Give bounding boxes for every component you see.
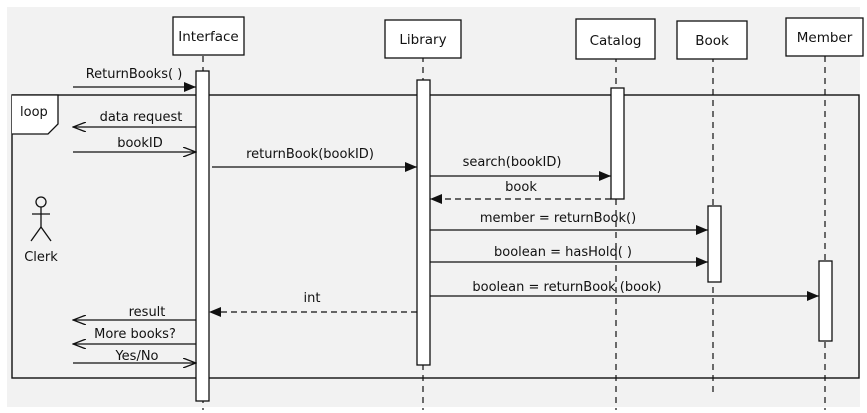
message-label: boolean = hasHold( ) bbox=[494, 245, 632, 260]
stick-figure-icon bbox=[30, 196, 52, 242]
message-label: search(bookID) bbox=[463, 155, 562, 170]
actor-clerk: Clerk bbox=[24, 196, 58, 265]
message-label: member = returnBook() bbox=[480, 211, 636, 226]
message-result: result bbox=[73, 305, 196, 320]
participant-book: Book bbox=[676, 20, 748, 60]
message-returnbook-bookid: returnBook(bookID) bbox=[212, 147, 417, 172]
participant-member-label: Member bbox=[797, 30, 853, 46]
message-data-request: data request bbox=[73, 110, 196, 127]
message-label: result bbox=[129, 305, 166, 320]
message-bookid: bookID bbox=[73, 136, 196, 152]
participant-catalog: Catalog bbox=[575, 18, 656, 60]
message-more-books: More books? bbox=[73, 327, 196, 344]
message-returnbooks: ReturnBooks( ) bbox=[73, 67, 196, 92]
message-label: Yes/No bbox=[114, 349, 158, 364]
activation-member bbox=[818, 260, 833, 342]
message-returnbook-member: boolean = returnBook (book) bbox=[430, 280, 819, 301]
participant-catalog-label: Catalog bbox=[590, 33, 642, 49]
message-hashold: boolean = hasHold( ) bbox=[430, 245, 708, 267]
activation-catalog bbox=[610, 87, 625, 200]
message-member-returnbook: member = returnBook() bbox=[430, 211, 708, 235]
participant-library: Library bbox=[384, 19, 462, 59]
message-label: bookID bbox=[117, 136, 163, 151]
participant-book-label: Book bbox=[695, 33, 729, 49]
activation-book bbox=[707, 205, 722, 283]
activation-interface bbox=[195, 70, 210, 402]
loop-fragment bbox=[11, 94, 860, 379]
participant-member: Member bbox=[785, 17, 864, 57]
message-label: boolean = returnBook (book) bbox=[472, 280, 661, 295]
participant-library-label: Library bbox=[399, 32, 446, 48]
message-book-return: book bbox=[430, 180, 611, 204]
message-label: int bbox=[304, 291, 321, 306]
participant-interface-label: Interface bbox=[178, 29, 238, 45]
message-label: returnBook(bookID) bbox=[246, 147, 374, 162]
message-label: ReturnBooks( ) bbox=[86, 67, 183, 82]
message-label: More books? bbox=[94, 327, 176, 342]
activation-library bbox=[416, 79, 431, 366]
loop-fragment-label-box bbox=[12, 94, 59, 135]
message-search: search(bookID) bbox=[430, 155, 611, 181]
message-int-return: int bbox=[209, 291, 417, 317]
message-yes-no: Yes/No bbox=[73, 349, 196, 364]
actor-clerk-label: Clerk bbox=[24, 250, 58, 265]
message-label: book bbox=[505, 180, 537, 195]
message-label: data request bbox=[100, 110, 183, 125]
participant-interface: Interface bbox=[172, 16, 245, 56]
loop-operator-label: loop bbox=[20, 105, 48, 120]
